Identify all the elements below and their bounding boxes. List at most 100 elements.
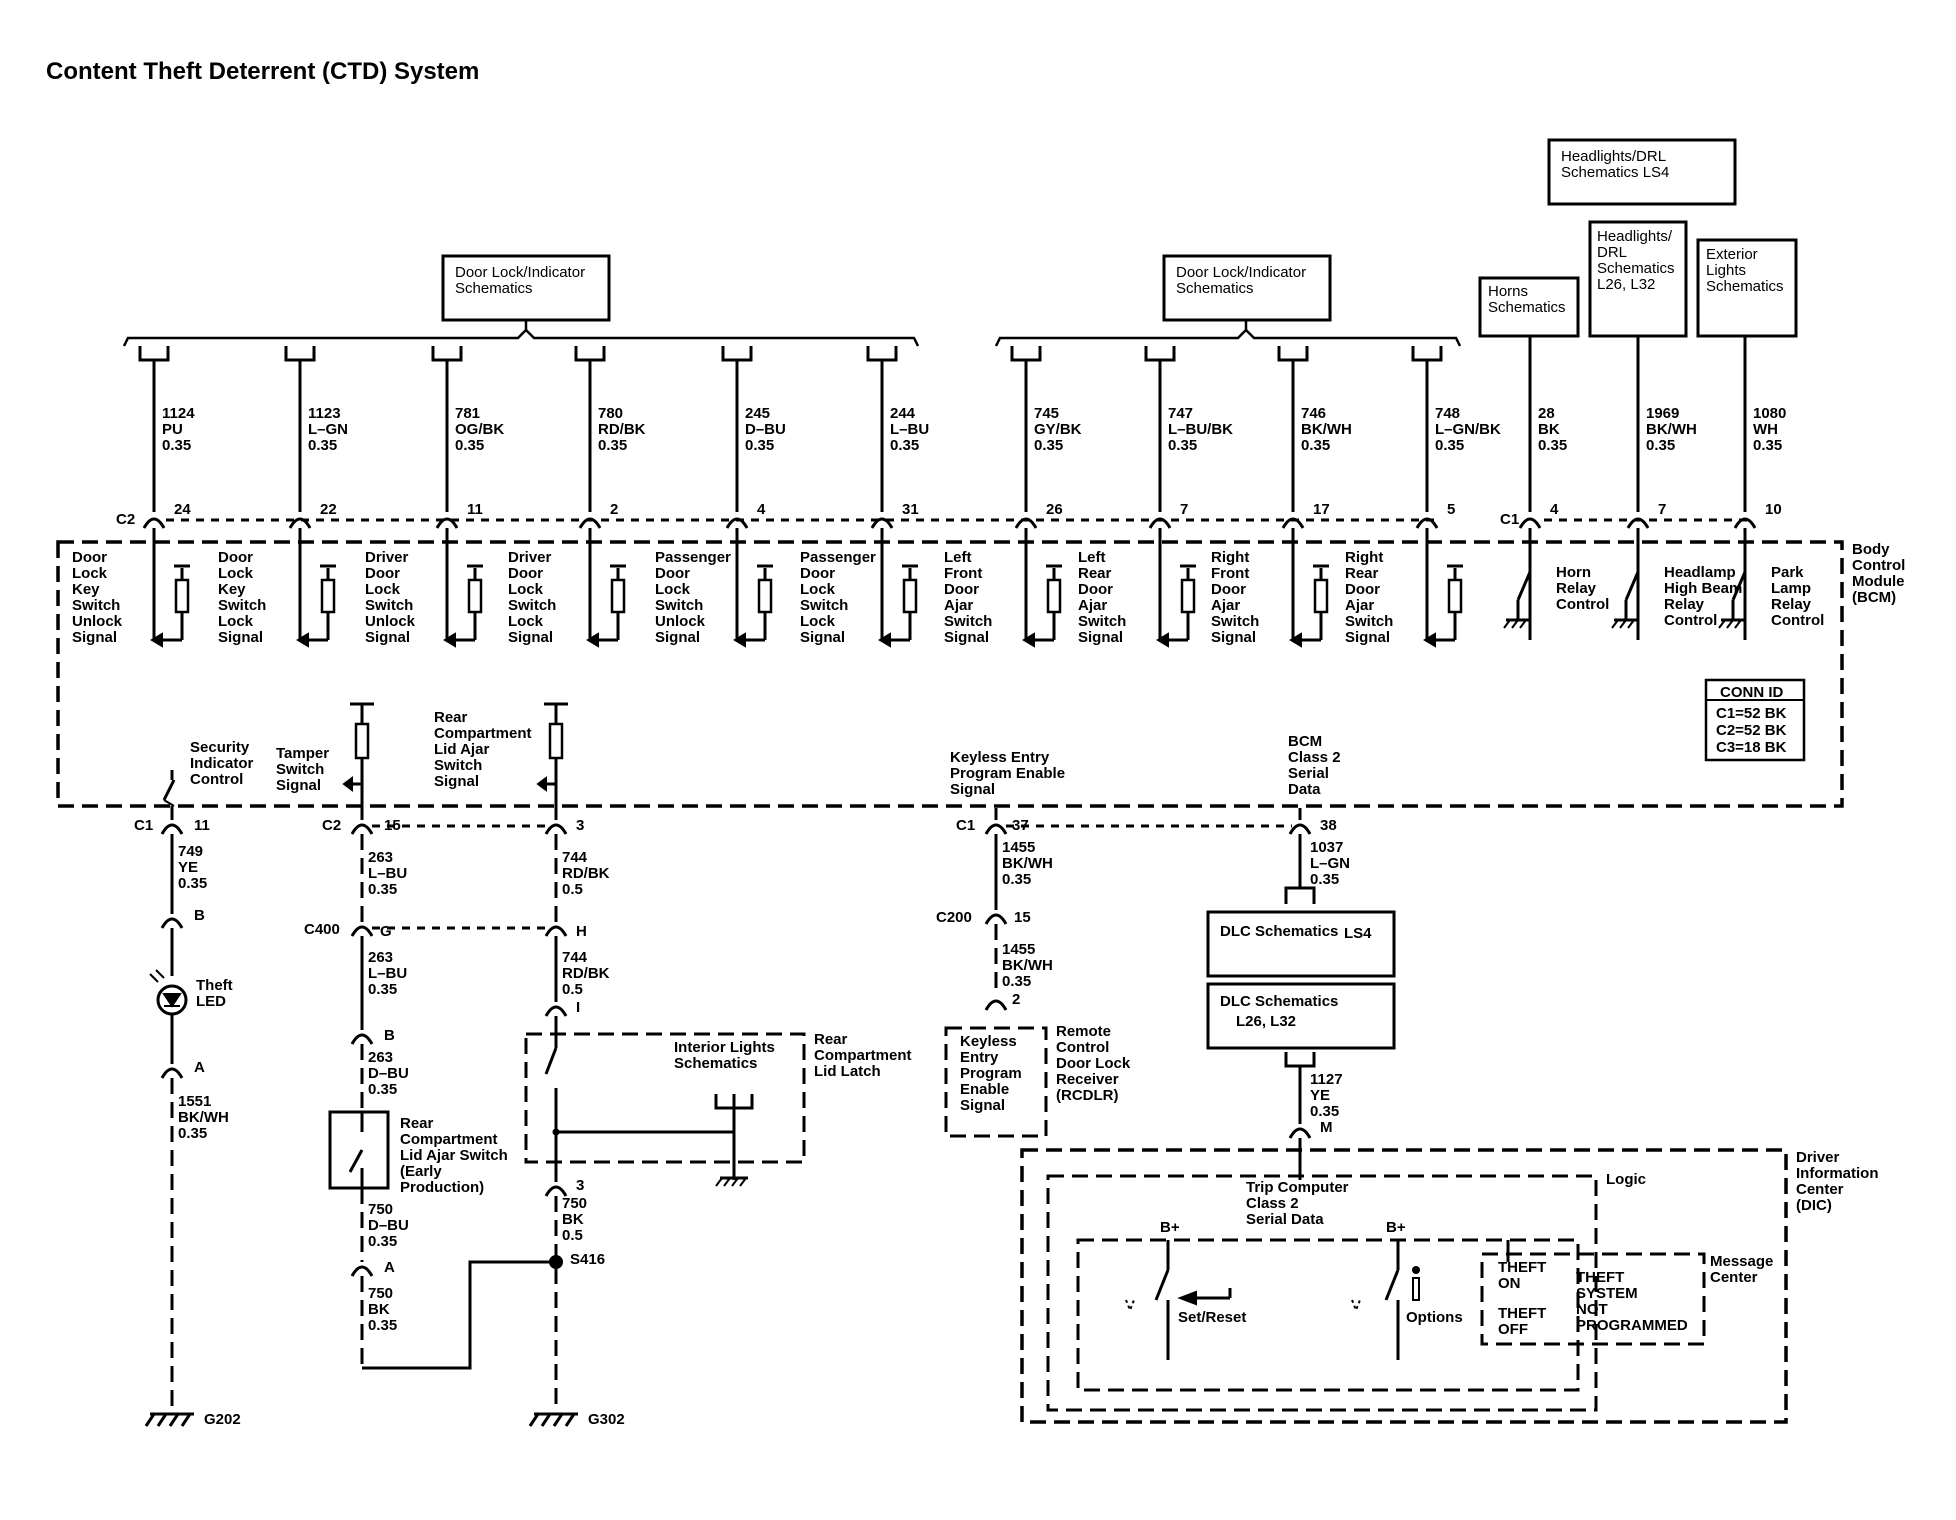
wire-744-label: RD/BK <box>562 865 610 882</box>
wire-circuit-number: 780 <box>598 405 623 422</box>
wire-terminal <box>1277 346 1309 362</box>
battery-plus-label: B+ <box>1386 1219 1406 1236</box>
connector-pin-number: 4 <box>757 501 766 518</box>
bcm-function-label: Switch <box>365 597 413 614</box>
theft-system-message: THEFT <box>1576 1269 1624 1286</box>
connector-pin-b <box>160 917 184 929</box>
wire-color-code: L–GN/BK <box>1435 421 1501 438</box>
connector-pin-a <box>350 1265 374 1277</box>
bcm-function-label: Switch <box>655 597 703 614</box>
wire-circuit-number: 746 <box>1301 405 1326 422</box>
keyless-entry-label: Keyless Entry <box>950 749 1050 766</box>
wire-circuit-number: 1969 <box>1646 405 1679 422</box>
message-center-label: Center <box>1710 1269 1758 1286</box>
theft-system-message: SYSTEM <box>1576 1285 1638 1302</box>
ground-symbol <box>1611 619 1619 629</box>
conn-id-box <box>1704 678 1806 762</box>
connector-pin-number: 2 <box>610 501 618 518</box>
security-indicator-label: Control <box>190 771 243 788</box>
keyless-entry-program-label: Program <box>960 1065 1022 1082</box>
signal-arrow <box>296 632 309 648</box>
connector-pin-number: G <box>380 923 392 940</box>
connector-pin-number: 22 <box>320 501 337 518</box>
connector-pin-number: 7 <box>1658 501 1666 518</box>
connector-pin-37 <box>984 823 1008 835</box>
wire-circuit-number: 1080 <box>1753 405 1786 422</box>
connector-c200-label: C200 <box>936 909 972 926</box>
rcdlr-label: (RCDLR) <box>1056 1087 1118 1104</box>
connector-pin-number: 4 <box>1550 501 1559 518</box>
pull-up-resistor <box>1313 578 1329 614</box>
rear-lid-ajar-switch-label: Production) <box>400 1179 484 1196</box>
connector-pin-number: 3 <box>576 1177 584 1194</box>
wire-terminal <box>1284 886 1316 904</box>
wire-terminal <box>574 346 606 362</box>
connector-pin-number: B <box>194 907 205 924</box>
headlights-drl-l26-label: DRL <box>1597 244 1627 261</box>
theft-off-label: THEFT <box>1498 1305 1546 1322</box>
rear-compartment-label: Lid Ajar <box>434 741 489 758</box>
bcm-function-label: Lock <box>218 613 254 630</box>
ground-symbol <box>1619 619 1627 629</box>
connector-pin-number: 11 <box>467 501 483 518</box>
message-center-label: Message <box>1710 1253 1773 1270</box>
bcm-function-label: High Beam <box>1664 580 1742 597</box>
conn-id-row: C2=52 BK <box>1716 722 1787 739</box>
dlc-l26-box <box>1206 982 1396 1050</box>
pull-up-resistor <box>1447 578 1463 614</box>
set-reset-label: Set/Reset <box>1178 1309 1246 1326</box>
connector-pin-38 <box>1288 823 1312 835</box>
signal-arrow <box>150 632 163 648</box>
connector-pin-11 <box>160 823 184 835</box>
rear-compartment-label: Signal <box>434 773 479 790</box>
relay-driver-switch <box>1731 571 1747 601</box>
wire-263-label: 0.35 <box>368 1081 397 1098</box>
signal-arrow <box>878 632 891 648</box>
wire-750 <box>362 1260 556 1370</box>
bcm-function-label: Signal <box>1078 629 1123 646</box>
door-lock-schematics-label-left: Schematics <box>455 280 533 297</box>
wire-1455-label: 0.35 <box>1002 973 1031 990</box>
bcm-function-label: Signal <box>1345 629 1390 646</box>
rear-lid-ajar-switch-label: Rear <box>400 1115 434 1132</box>
bcm-function-label: Unlock <box>365 613 416 630</box>
ground-symbol <box>1519 619 1527 629</box>
wire-gauge: 0.35 <box>1435 437 1464 454</box>
headlights-drl-ls4-box <box>1547 138 1737 206</box>
door-lock-bracket-right <box>994 328 1462 347</box>
connector-c1-label: C1 <box>134 817 153 834</box>
horns-schematics-label: Schematics <box>1488 299 1566 316</box>
bcm-function-label: Lock <box>655 581 691 598</box>
connector-pin-number: 3 <box>576 817 584 834</box>
bcm-function-label: Door <box>800 565 835 582</box>
theft-off-label: OFF <box>1498 1321 1528 1338</box>
signal-arrow <box>536 776 547 792</box>
connector-pin-number: I <box>576 999 580 1016</box>
wire-gauge: 0.35 <box>890 437 919 454</box>
bcm-function-label: Key <box>218 581 246 598</box>
dic-switch-outline <box>1076 1238 1580 1392</box>
ground-g302 <box>540 1413 552 1427</box>
wire-750-label: 750 <box>368 1201 393 1218</box>
wire-744-label: 744 <box>562 949 588 966</box>
security-indicator-label: Security <box>190 739 250 756</box>
headlights-drl-ls4-label: Schematics LS4 <box>1561 164 1669 181</box>
connector-pin-number: 5 <box>1447 501 1455 518</box>
keyless-entry-program-label: Keyless <box>960 1033 1017 1050</box>
wire-744-label: 744 <box>562 849 588 866</box>
connector-pin-31 <box>870 517 894 529</box>
wire-gauge: 0.35 <box>1034 437 1063 454</box>
wire-circuit-number: 1123 <box>308 405 341 422</box>
bcm-function-label: Ajar <box>1345 597 1374 614</box>
connector-pin-number: 11 <box>194 817 210 834</box>
dlc-l26-label: L26, L32 <box>1236 1013 1296 1030</box>
set-reset-switch <box>1125 1299 1135 1313</box>
wire-1551-label: 1551 <box>178 1093 211 1110</box>
signal-arrow <box>733 632 746 648</box>
wire-263-label: L–BU <box>368 865 407 882</box>
rear-compartment-latch-box <box>524 1032 806 1164</box>
horns-schematics-label: Horns <box>1488 283 1528 300</box>
wire-gauge: 0.35 <box>308 437 337 454</box>
interior-lights-schematics-label: Schematics <box>674 1055 757 1072</box>
